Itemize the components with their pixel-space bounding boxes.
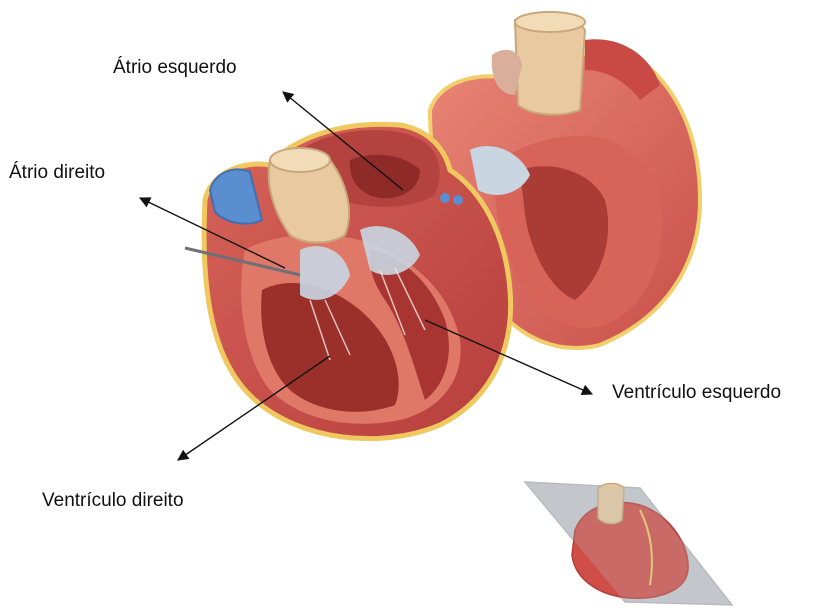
label-ventriculo-esquerdo: Ventrículo esquerdo: [612, 382, 781, 404]
label-atrio-direito: Átrio direito: [9, 162, 105, 184]
label-ventriculo-direito: Ventrículo direito: [42, 490, 184, 512]
reference-heart-thumbnail: [525, 482, 732, 605]
label-atrio-esquerdo: Átrio esquerdo: [113, 57, 237, 79]
